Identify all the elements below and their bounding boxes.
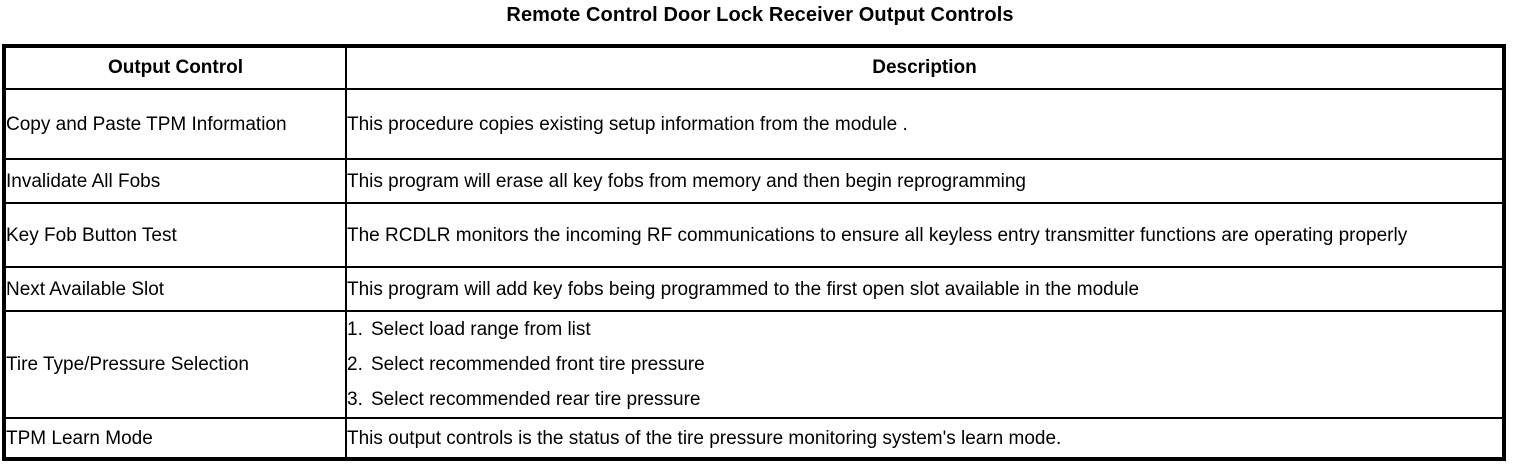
description-text: This procedure copies existing setup inf…: [347, 113, 908, 135]
table-row: Key Fob Button Test The RCDLR monitors t…: [3, 202, 1505, 268]
step-number: 2.: [347, 354, 363, 375]
cell-output-control: Next Available Slot: [3, 266, 347, 312]
cell-description: The RCDLR monitors the incoming RF commu…: [345, 202, 1505, 268]
list-item: 1. Select load range from list: [347, 312, 1502, 347]
step-text: Select recommended rear tire pressure: [371, 389, 701, 410]
cell-output-control: TPM Learn Mode: [3, 417, 347, 460]
output-control-name: Tire Type/Pressure Selection: [6, 354, 249, 375]
column-header-description: Description: [345, 45, 1505, 90]
step-number: 1.: [347, 319, 363, 340]
cell-description: This program will add key fobs being pro…: [345, 266, 1505, 312]
description-text: This output controls is the status of th…: [347, 427, 1062, 449]
description-step-list: 1. Select load range from list 2. Select…: [347, 312, 1502, 417]
cell-output-control: Tire Type/Pressure Selection: [3, 310, 347, 419]
description-text: The RCDLR monitors the incoming RF commu…: [347, 224, 1408, 246]
table-row: Tire Type/Pressure Selection 1. Select l…: [3, 310, 1505, 419]
output-control-name: TPM Learn Mode: [6, 427, 153, 449]
cell-description: This procedure copies existing setup inf…: [345, 88, 1505, 160]
cell-description: 1. Select load range from list 2. Select…: [345, 310, 1505, 419]
output-controls-table-wrapper: Output Control Description Copy and Past…: [2, 44, 1506, 461]
table-row: Invalidate All Fobs This program will er…: [3, 158, 1505, 204]
cell-output-control: Key Fob Button Test: [3, 202, 347, 268]
list-item: 3. Select recommended rear tire pressure: [347, 382, 1502, 417]
table-header: Output Control Description: [3, 45, 1505, 90]
table-body: Copy and Paste TPM Information This proc…: [3, 88, 1505, 460]
output-control-name: Invalidate All Fobs: [6, 170, 161, 192]
list-item: 2. Select recommended front tire pressur…: [347, 347, 1502, 382]
cell-description: This program will erase all key fobs fro…: [345, 158, 1505, 204]
column-header-output-control: Output Control: [3, 45, 347, 90]
step-text: Select load range from list: [371, 319, 591, 340]
description-text: This program will erase all key fobs fro…: [347, 170, 1026, 192]
page-title: Remote Control Door Lock Receiver Output…: [506, 4, 1014, 26]
table-header-row: Output Control Description: [3, 45, 1505, 90]
table-row: Next Available Slot This program will ad…: [3, 266, 1505, 312]
cell-description: This output controls is the status of th…: [345, 417, 1505, 460]
output-controls-table: Output Control Description Copy and Past…: [2, 44, 1506, 461]
table-row: TPM Learn Mode This output controls is t…: [3, 417, 1505, 460]
output-control-name: Next Available Slot: [6, 278, 165, 300]
output-control-name: Copy and Paste TPM Information: [6, 113, 287, 135]
cell-output-control: Copy and Paste TPM Information: [3, 88, 347, 160]
step-number: 3.: [347, 389, 363, 410]
cell-output-control: Invalidate All Fobs: [3, 158, 347, 204]
table-row: Copy and Paste TPM Information This proc…: [3, 88, 1505, 160]
output-control-name: Key Fob Button Test: [6, 224, 177, 246]
description-text: This program will add key fobs being pro…: [347, 278, 1140, 300]
step-text: Select recommended front tire pressure: [371, 354, 705, 375]
